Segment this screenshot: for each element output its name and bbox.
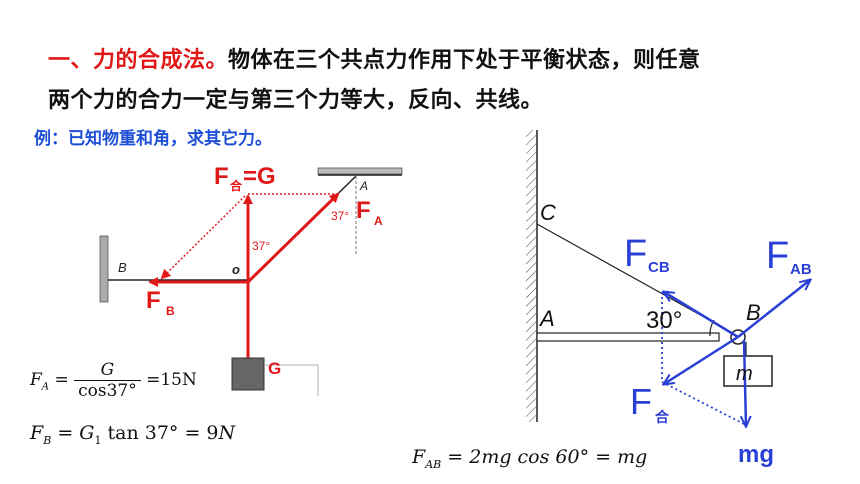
fa-rhs: =15N: [146, 370, 197, 390]
fb-rhs-sub: 1: [94, 433, 102, 447]
arrow-fcb: [664, 292, 739, 339]
fa-numerator: G: [74, 360, 141, 381]
fa-denominator: cos37°: [78, 381, 137, 401]
label-fcb-sub: CB: [648, 259, 670, 276]
rod-ab: [536, 332, 720, 342]
ceiling-support: [317, 167, 403, 176]
fb-unit: N: [218, 422, 236, 444]
formula-fab: FAB = 2mg cos 60° = mg: [412, 446, 647, 471]
label-fab: F: [766, 235, 789, 277]
label-f-he-sub: 合: [230, 178, 243, 193]
label-g: G: [268, 359, 281, 378]
angle-label-top: 37°: [331, 209, 349, 223]
heading-red-part: 一、力的合成法。: [48, 48, 229, 73]
mass-block: [723, 355, 773, 387]
arrow-f-he: [664, 335, 739, 384]
label-c: C: [540, 200, 556, 225]
angle-label-mid: 37°: [252, 239, 270, 253]
heading-line1-rest: 物体在三个共点力作用下处于平衡状态，则任意: [228, 48, 701, 73]
fb-lhs-sub: B: [43, 433, 52, 447]
label-fb: F: [146, 287, 161, 314]
arrow-mg: [744, 339, 746, 426]
fab-lhs-sub: AB: [425, 457, 442, 471]
label-a: A: [538, 306, 555, 331]
left-wall: [99, 235, 109, 303]
label-a-point: A: [359, 179, 368, 193]
fab-rhs: = 2mg cos 60° = mg: [447, 446, 648, 468]
label-b: B: [746, 300, 761, 325]
dotted-line-left: [160, 195, 246, 280]
dotted-diagonal: [661, 381, 745, 425]
fab-lhs: F: [412, 446, 426, 468]
right-wall: [526, 130, 538, 422]
left-force-diagram: F 合 =G A F A 37° 37° B o F B G: [99, 163, 403, 396]
angle-arc: [709, 319, 715, 337]
label-fab-sub: AB: [790, 261, 812, 278]
formula-fa: FA = G cos37° =15N: [30, 360, 197, 401]
heading-line-2: 两个力的合力一定与第三个力等大，反向、共线。: [48, 88, 544, 113]
fa-lhs-sub: A: [41, 381, 50, 393]
label-f-he-right-sub: 合: [655, 409, 670, 425]
label-f-he: F: [214, 163, 229, 190]
fb-rhs-2: tan 37° = 9: [101, 422, 219, 444]
right-force-diagram: C F CB F AB A 30° B m F 合 mg: [526, 130, 850, 468]
label-f-he-eq: =G: [243, 163, 276, 190]
fa-fraction: G cos37°: [74, 360, 141, 401]
label-f-he-right: F: [630, 381, 652, 422]
label-fcb: F: [624, 233, 647, 275]
label-mg: mg: [738, 441, 774, 468]
arrow-fab: [737, 280, 810, 338]
label-fa: F: [356, 197, 371, 224]
label-fb-sub: B: [166, 304, 175, 318]
angle-label: 30°: [646, 307, 682, 334]
fb-lhs: F: [30, 422, 44, 444]
arrow-fa: [246, 192, 340, 284]
label-b-point: B: [118, 260, 127, 275]
weight-block: [231, 357, 265, 391]
label-o: o: [232, 262, 240, 277]
fa-lhs: F: [30, 370, 42, 390]
label-fa-sub: A: [374, 214, 383, 228]
example-text: 例：已知物重和角，求其它力。: [34, 129, 272, 149]
fb-rhs-1: = G: [57, 422, 95, 444]
formula-fb: FB = G1 tan 37° = 9N: [30, 422, 235, 447]
label-m: m: [736, 363, 753, 385]
heading-line-1: 一、力的合成法。物体在三个共点力作用下处于平衡状态，则任意: [48, 42, 701, 74]
